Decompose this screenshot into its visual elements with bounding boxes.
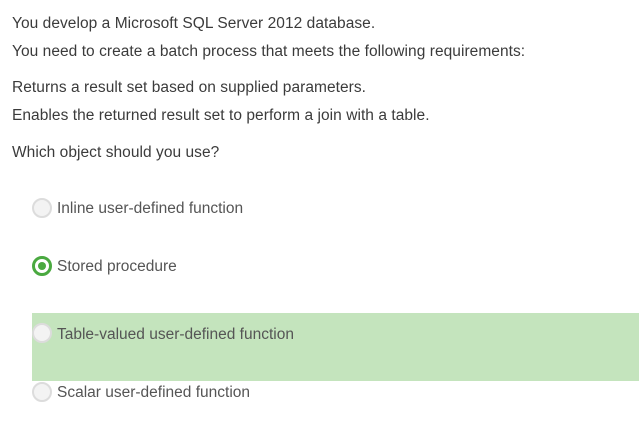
question-line-2: You need to create a batch process that …: [12, 43, 526, 60]
option-stored-procedure[interactable]: Stored procedure: [32, 246, 639, 286]
radio-checked-icon[interactable]: [32, 256, 52, 276]
question-line-1: You develop a Microsoft SQL Server 2012 …: [12, 15, 376, 32]
radio-unchecked-icon[interactable]: [32, 382, 52, 402]
option-table-valued-udf[interactable]: Table-valued user-defined function: [32, 313, 639, 381]
option-scalar-udf[interactable]: Scalar user-defined function: [32, 372, 639, 412]
requirement-1: Returns a result set based on supplied p…: [12, 79, 367, 96]
option-label: Table-valued user-defined function: [57, 326, 294, 343]
option-label: Stored procedure: [57, 258, 177, 275]
question-prompt: Which object should you use?: [12, 144, 220, 161]
option-label: Inline user-defined function: [57, 200, 244, 217]
radio-unchecked-icon[interactable]: [32, 323, 52, 343]
option-label: Scalar user-defined function: [57, 384, 251, 401]
radio-unchecked-icon[interactable]: [32, 198, 52, 218]
requirement-2: Enables the returned result set to perfo…: [12, 107, 430, 124]
option-inline-udf[interactable]: Inline user-defined function: [32, 188, 639, 228]
